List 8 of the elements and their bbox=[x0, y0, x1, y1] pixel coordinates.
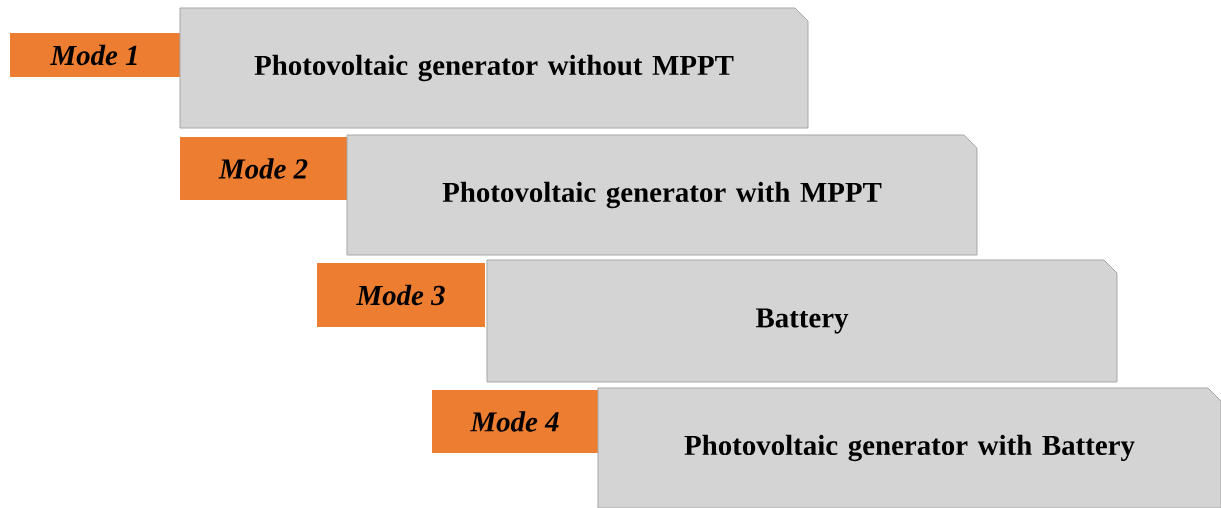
mode-tag: Mode 1 bbox=[10, 33, 180, 77]
mode-card: Photovoltaic generator with MPPT bbox=[346, 134, 978, 256]
mode-tag: Mode 2 bbox=[180, 137, 347, 200]
mode-tag: Mode 3 bbox=[317, 263, 485, 327]
mode-tag: Mode 4 bbox=[432, 390, 598, 453]
mode-card: Photovoltaic generator with Battery bbox=[597, 387, 1221, 508]
mode-card: Photovoltaic generator without MPPT bbox=[179, 7, 809, 129]
mode-card: Battery bbox=[486, 259, 1118, 383]
